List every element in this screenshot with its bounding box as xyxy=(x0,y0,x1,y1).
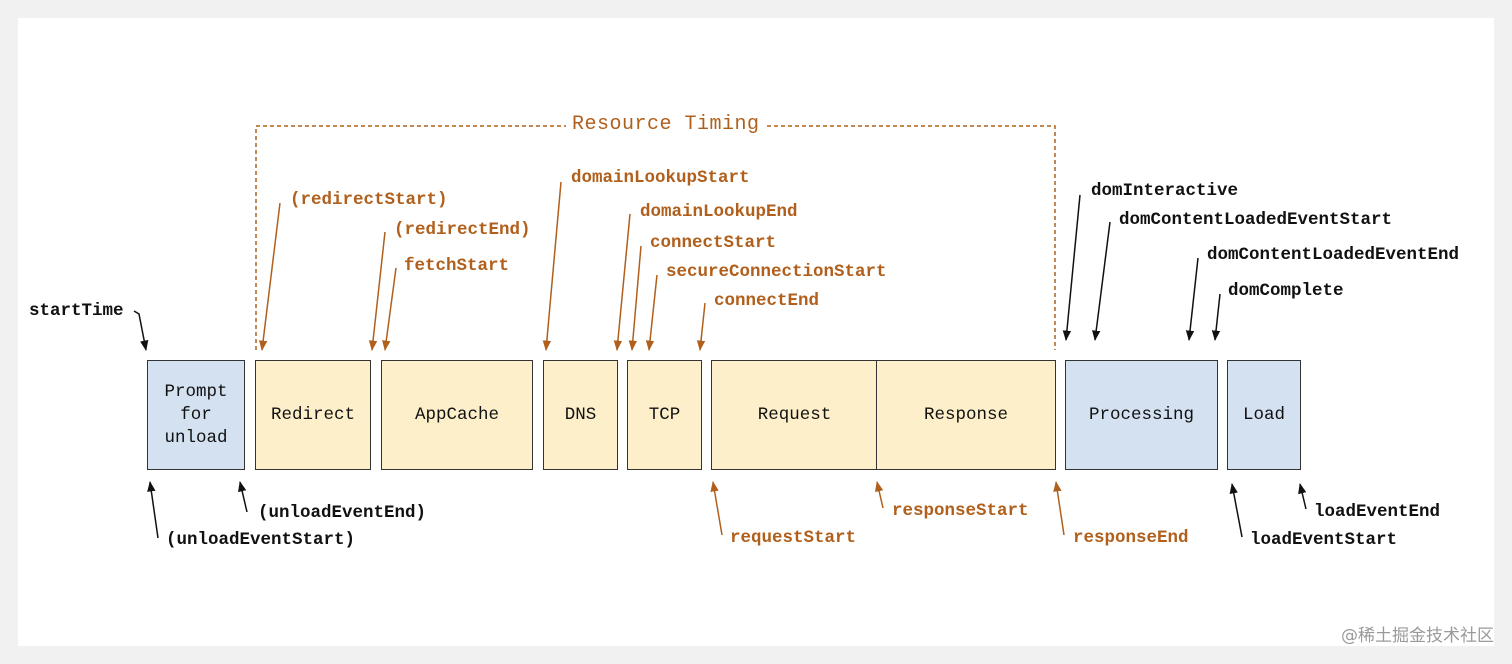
resource-timing-title: Resource Timing xyxy=(566,113,766,136)
phase-load: Load xyxy=(1227,360,1301,470)
label-responseend: responseEnd xyxy=(1073,528,1189,548)
label-redirectstart: (redirectStart) xyxy=(290,190,448,210)
phase-processing: Processing xyxy=(1065,360,1218,470)
label-fetchstart: fetchStart xyxy=(404,256,510,276)
label-starttime: startTime xyxy=(29,301,124,321)
arrow-connectend xyxy=(696,302,706,352)
arrow-domcontentloadedeventstart xyxy=(1092,221,1111,342)
label-secureconnectionstart: secureConnectionStart xyxy=(666,262,887,282)
arrow-domcontentloadedeventend xyxy=(1185,257,1199,342)
arrow-requeststart xyxy=(710,480,723,536)
label-unloadeventend: (unloadEventEnd) xyxy=(258,503,427,523)
arrow-redirectend xyxy=(368,231,386,352)
label-domainlookupstart: domainLookupStart xyxy=(571,168,750,188)
arrow-redirectstart xyxy=(258,202,281,352)
arrow-responseend xyxy=(1053,480,1065,536)
phase-dns: DNS xyxy=(543,360,618,470)
label-domcontentloadedeventstart: domContentLoadedEventStart xyxy=(1119,210,1393,230)
label-domcontentloadedeventend: domContentLoadedEventEnd xyxy=(1207,245,1460,265)
arrow-dominteractive xyxy=(1062,194,1081,342)
label-connectend: connectEnd xyxy=(714,291,820,311)
phase-tcp: TCP xyxy=(627,360,702,470)
watermark: @稀土掘金技术社区 xyxy=(1341,626,1494,646)
label-connectstart: connectStart xyxy=(650,233,777,253)
arrow-loadeventstart xyxy=(1229,482,1243,538)
label-loadeventend: loadEventEnd xyxy=(1314,502,1441,522)
phase-request: Request xyxy=(711,360,878,470)
label-responsestart: responseStart xyxy=(892,501,1029,521)
arrow-loadeventend xyxy=(1298,482,1307,510)
label-redirectend: (redirectEnd) xyxy=(394,220,531,240)
arrow-domainlookupstart xyxy=(542,181,562,352)
arrow-starttime xyxy=(133,310,149,352)
arrow-unloadeventstart xyxy=(147,480,159,539)
label-domcomplete: domComplete xyxy=(1228,281,1344,301)
arrow-domcomplete xyxy=(1211,293,1221,342)
label-unloadeventstart: (unloadEventStart) xyxy=(166,530,356,550)
label-loadeventstart: loadEventStart xyxy=(1250,530,1398,550)
arrow-domainlookupend xyxy=(613,213,631,352)
arrow-fetchstart xyxy=(382,267,397,352)
arrow-secureconnectionstart xyxy=(645,274,658,352)
arrow-responsestart xyxy=(875,480,884,509)
phase-response: Response xyxy=(876,360,1056,470)
phase-redirect: Redirect xyxy=(255,360,371,470)
arrow-connectstart xyxy=(628,245,642,352)
phase-prompt-for-unload: Prompt for unload xyxy=(147,360,245,470)
label-dominteractive: domInteractive xyxy=(1091,181,1239,201)
label-requeststart: requestStart xyxy=(730,528,857,548)
arrow-unloadeventend xyxy=(238,480,248,513)
phase-appcache: AppCache xyxy=(381,360,533,470)
label-domainlookupend: domainLookupEnd xyxy=(640,202,798,222)
